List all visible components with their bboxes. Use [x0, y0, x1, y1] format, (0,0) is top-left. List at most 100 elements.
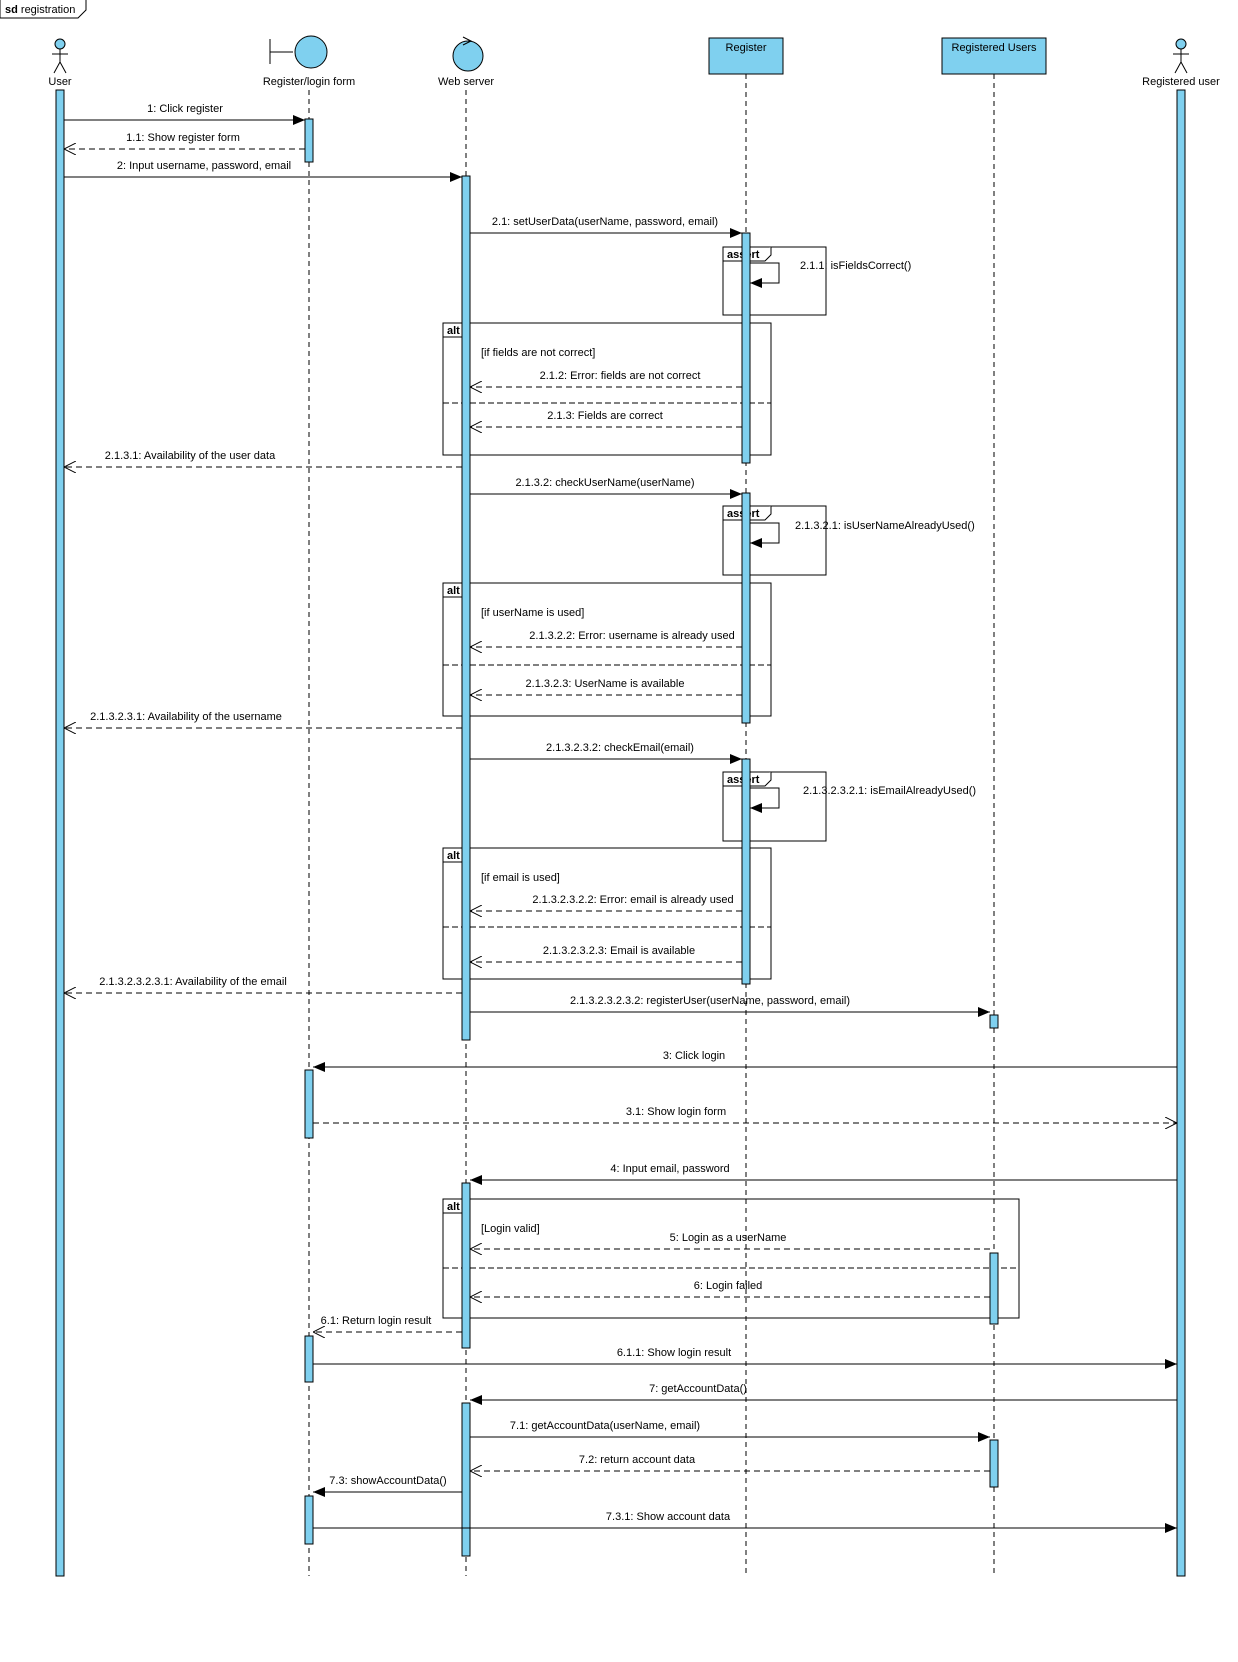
- message-label: 2.1.3.1: Availability of the user data: [105, 450, 276, 462]
- svg-text:sd registration: sd registration: [5, 4, 75, 16]
- message-m11: 2.1.3.2.2: Error: username is already us…: [470, 630, 742, 647]
- fragment-frame: [442, 847, 772, 980]
- message-label: 2.1.3.2.3: UserName is available: [526, 678, 685, 690]
- fragment-assert: assert: [722, 771, 827, 842]
- fragment-frame: [442, 1198, 1020, 1319]
- fragment-frame: [722, 771, 827, 842]
- participant-box: [708, 37, 784, 75]
- boundary-circle-icon: [294, 35, 328, 69]
- message-label: 2: Input username, password, email: [117, 160, 291, 172]
- message-label: 7.3.1: Show account data: [606, 1511, 731, 1523]
- message-label: 2.1.3.2: checkUserName(userName): [515, 477, 694, 489]
- activation-bar-form: [304, 1495, 314, 1545]
- control-arrow-icon: [462, 36, 473, 46]
- activation-bar-form: [304, 118, 314, 163]
- frame-keyword: sd: [5, 4, 18, 16]
- self-message-arrow: [750, 262, 780, 288]
- message-m20: 3: Click login: [313, 1050, 1177, 1072]
- actor-icon: [54, 38, 66, 50]
- message-m3: 2: Input username, password, email: [64, 160, 462, 182]
- participants-layer: User Register/login form Web server Registe…: [48, 35, 1220, 88]
- diagram-frame: sd registration: [0, 0, 87, 19]
- participant-user: User: [48, 38, 72, 88]
- fragment-alt: alt [Login valid]: [442, 1198, 1020, 1319]
- participant-register: Register: [708, 37, 784, 75]
- message-m6: 2.1.2: Error: fields are not correct: [470, 370, 742, 387]
- message-m23: 5: Login as a userName: [470, 1232, 990, 1249]
- participant-regusers: Registered Users: [941, 37, 1047, 75]
- message-m26: 6.1.1: Show login result: [313, 1347, 1177, 1369]
- message-label: 3.1: Show login form: [626, 1106, 726, 1118]
- fragment-alt: alt[if userName is used]: [442, 582, 772, 717]
- message-label: 2.1.3: Fields are correct: [547, 410, 663, 422]
- fragment-frame: [722, 246, 827, 316]
- fragment-alt: alt [if email is used]: [442, 847, 772, 980]
- activation-bar-register: [741, 758, 751, 985]
- participant-label: Registered user: [1142, 76, 1220, 88]
- participant-web: Web server: [438, 36, 494, 88]
- participant-form: Register/login form: [263, 35, 355, 88]
- message-m10: 2.1.3.2.1: isUserNameAlreadyUsed(): [750, 520, 975, 548]
- fragment-frame: [442, 322, 772, 456]
- activation-bar-web: [461, 175, 471, 1041]
- message-m2: 1.1: Show register form: [64, 132, 305, 149]
- participant-ruser: Registered user: [1142, 38, 1220, 88]
- message-label: 2.1.3.2.3.2.1: isEmailAlreadyUsed(): [803, 785, 976, 797]
- activations-layer: [55, 89, 1186, 1577]
- activation-bar-web: [461, 1402, 471, 1557]
- activation-bar-regusers: [989, 1014, 999, 1029]
- activation-bar-form: [304, 1335, 314, 1383]
- message-m1: 1: Click register: [64, 103, 305, 125]
- message-label: 6.1.1: Show login result: [617, 1347, 731, 1359]
- message-m22: 4: Input email, password: [470, 1163, 1177, 1185]
- fragment-assert: assert: [722, 246, 827, 316]
- fragments-layer: assertalt[if fields are not correct]asse…: [442, 246, 1020, 1319]
- fragment-keyword: alt: [447, 850, 460, 862]
- activation-bar-regusers: [989, 1252, 999, 1325]
- message-label: 2.1.1: isFieldsCorrect(): [800, 260, 911, 272]
- fragment-keyword: alt: [447, 1201, 460, 1213]
- message-m7: 2.1.3: Fields are correct: [470, 410, 742, 427]
- fragment-guard: [Login valid]: [481, 1223, 540, 1235]
- message-m24: 6: Login failed: [470, 1280, 990, 1297]
- message-m9: 2.1.3.2: checkUserName(userName): [470, 477, 742, 499]
- fragment-guard: [if userName is used]: [481, 607, 584, 619]
- message-label: 7.2: return account data: [579, 1454, 696, 1466]
- message-label: 3: Click login: [663, 1050, 725, 1062]
- messages-layer: 1: Click register 1.1: Show register form…: [64, 103, 1177, 1533]
- message-m12: 2.1.3.2.3: UserName is available: [470, 678, 742, 695]
- activation-bar-register: [741, 492, 751, 724]
- message-label: 6: Login failed: [694, 1280, 763, 1292]
- message-m27: 7: getAccountData(): [470, 1383, 1177, 1405]
- fragment-guard: [if email is used]: [481, 872, 560, 884]
- participant-label: Web server: [438, 76, 494, 88]
- participant-box: [941, 37, 1047, 75]
- message-label: 7.3: showAccountData(): [329, 1475, 446, 1487]
- fragment-frame: [442, 582, 772, 717]
- activation-bar-web: [461, 1182, 471, 1349]
- message-label: 2.1.3.2.1: isUserNameAlreadyUsed(): [795, 520, 975, 532]
- message-m29: 7.2: return account data: [470, 1454, 990, 1471]
- message-label: 7: getAccountData(): [649, 1383, 747, 1395]
- message-label: 2.1.3.2.3.1: Availability of the usernam…: [90, 711, 282, 723]
- message-m21: 3.1: Show login form: [313, 1106, 1177, 1123]
- message-m13: 2.1.3.2.3.1: Availability of the usernam…: [64, 711, 462, 728]
- message-label: 2.1.3.2.3.2.3.1: Availability of the ema…: [99, 976, 287, 988]
- activation-bar-user: [55, 89, 65, 1577]
- activation-bar-regusers: [989, 1439, 999, 1488]
- activation-bar-register: [741, 232, 751, 464]
- message-m19: 2.1.3.2.3.2.3.2: registerUser(userName, …: [470, 995, 990, 1017]
- actor-body-icon: [52, 49, 68, 74]
- frame-name: registration: [21, 4, 75, 16]
- participant-label: Register/login form: [263, 76, 355, 88]
- message-m18: 2.1.3.2.3.2.3.1: Availability of the ema…: [64, 976, 462, 993]
- activation-bar-form: [304, 1069, 314, 1139]
- message-label: 2.1.3.2.2: Error: username is already us…: [529, 630, 734, 642]
- message-label: 6.1: Return login result: [321, 1315, 432, 1327]
- self-message-arrow: [750, 787, 780, 813]
- message-m16: 2.1.3.2.3.2.2: Error: email is already u…: [470, 894, 742, 911]
- fragment-keyword: alt: [447, 325, 460, 337]
- message-m28: 7.1: getAccountData(userName, email): [470, 1420, 990, 1442]
- message-label: 2.1: setUserData(userName, password, ema…: [492, 216, 718, 228]
- participant-label: User: [48, 76, 72, 88]
